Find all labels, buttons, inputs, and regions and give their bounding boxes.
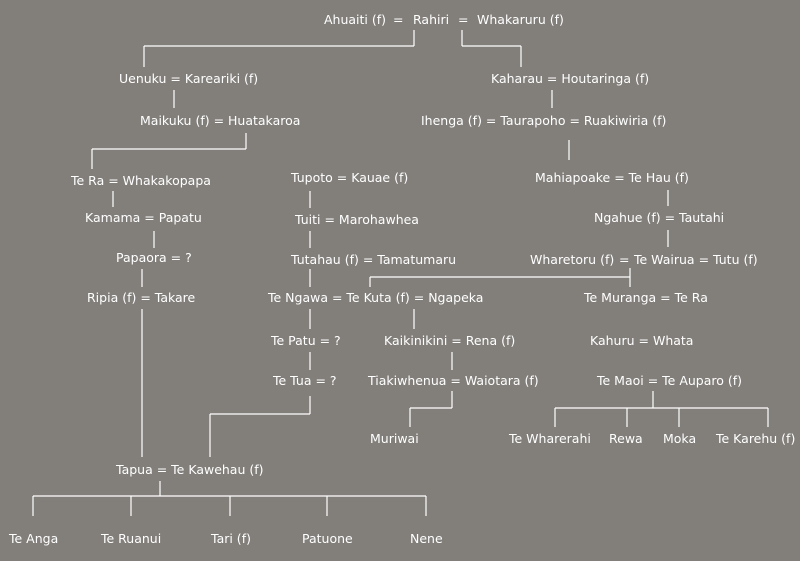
couple-ripia-takare: Ripia (f) = Takare — [87, 290, 196, 305]
marriage-sign: = — [458, 12, 469, 27]
couple-kaharau-houtaringa: Kaharau = Houtaringa (f) — [491, 71, 650, 86]
couple-tupoto-kauae: Tupoto = Kauae (f) — [291, 170, 409, 185]
couple-tuiti-marohawhea: Tuiti = Marohawhea — [295, 212, 419, 227]
couple-ngahue-tautahi: Ngahue (f) = Tautahi — [594, 210, 725, 225]
couple-kahuru-whata: Kahuru = Whata — [590, 333, 694, 348]
marriage-sign: = — [393, 12, 404, 27]
person-ahuaiti: Ahuaiti (f) — [324, 12, 387, 27]
couple-te-maoi-te-auparo: Te Maoi = Te Auparo (f) — [597, 373, 743, 388]
person-muriwai: Muriwai — [370, 431, 419, 446]
person-te-ruanui: Te Ruanui — [101, 531, 162, 546]
person-moka: Moka — [663, 431, 697, 446]
couple-te-ngawa-te-kuta-ngapeka: Te Ngawa = Te Kuta (f) = Ngapeka — [268, 290, 484, 305]
couple-kaikinikini-rena: Kaikinikini = Rena (f) — [384, 333, 516, 348]
couple-te-ra-whakakopapa: Te Ra = Whakakopapa — [71, 173, 211, 188]
couple-te-muranga-te-ra: Te Muranga = Te Ra — [584, 290, 708, 305]
marriage-sign: = — [619, 252, 630, 267]
person-wharetoru: Wharetoru (f) — [530, 252, 615, 267]
couple-te-tua: Te Tua = ? — [273, 373, 337, 388]
person-te-karehu: Te Karehu (f) — [716, 431, 796, 446]
person-tari: Tari (f) — [211, 531, 251, 546]
couple-tutahau-tamatumaru: Tutahau (f) = Tamatumaru — [291, 252, 457, 267]
couple-ihenga-taurapoho-ruakiwiria: Ihenga (f) = Taurapoho = Ruakiwiria (f) — [421, 113, 667, 128]
couple-te-wairua-tutu: Te Wairua = Tutu (f) — [634, 252, 758, 267]
person-te-anga: Te Anga — [9, 531, 59, 546]
couple-mahiapoake-te-hau: Mahiapoake = Te Hau (f) — [535, 170, 689, 185]
person-whakaruru: Whakaruru (f) — [477, 12, 564, 27]
person-rahiri: Rahiri — [413, 12, 450, 27]
couple-maikuku-huatakaroa: Maikuku (f) = Huatakaroa — [140, 113, 301, 128]
person-nene: Nene — [410, 531, 443, 546]
person-patuone: Patuone — [302, 531, 353, 546]
person-rewa: Rewa — [609, 431, 643, 446]
couple-tapua-te-kawehau: Tapua = Te Kawehau (f) — [116, 462, 264, 477]
couple-uenuku-kareariki: Uenuku = Kareariki (f) — [119, 71, 259, 86]
couple-kamama-papatu: Kamama = Papatu — [85, 210, 202, 225]
couple-tiakiwhenua-waiotara: Tiakiwhenua = Waiotara (f) — [368, 373, 539, 388]
couple-te-patu: Te Patu = ? — [271, 333, 341, 348]
person-te-wharerahi: Te Wharerahi — [509, 431, 591, 446]
couple-papaora: Papaora = ? — [116, 250, 192, 265]
